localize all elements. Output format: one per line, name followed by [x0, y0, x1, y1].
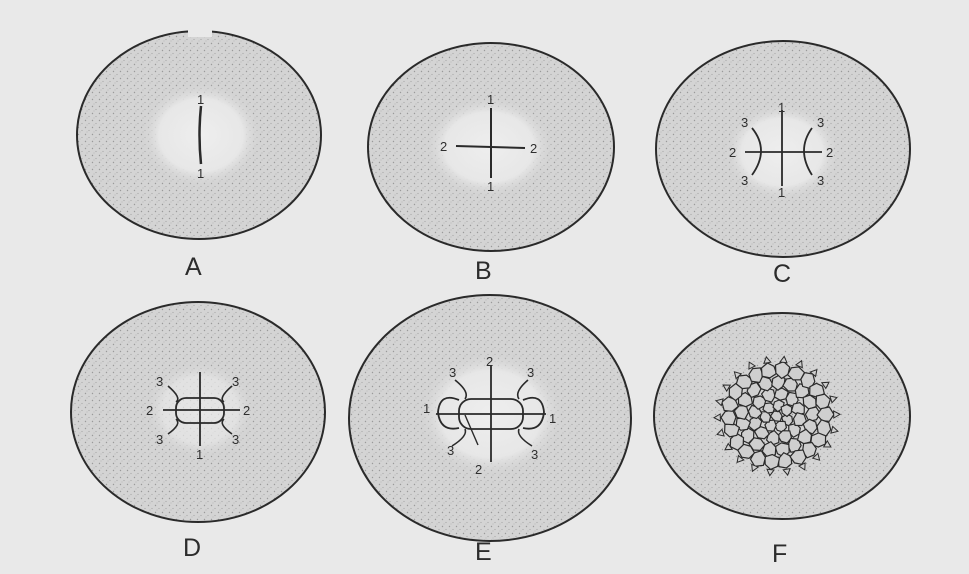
furrow-number: 3 [449, 365, 456, 380]
furrow-number: 2 [826, 145, 833, 160]
panel-f: F [654, 313, 910, 568]
furrow-number: 1 [197, 166, 204, 181]
furrow-number: 1 [549, 411, 556, 426]
furrow-number: 2 [486, 354, 493, 369]
furrow-number: 1 [778, 100, 785, 115]
furrow-number: 2 [530, 141, 537, 156]
furrow-number: 1 [423, 401, 430, 416]
panel-e: 1 1 2 2 3 3 3 3 E [349, 295, 631, 566]
panel-letter: A [185, 253, 202, 281]
panel-letter: D [183, 534, 201, 562]
panel-letter: E [475, 538, 492, 566]
furrow-number: 3 [531, 447, 538, 462]
panel-letter: B [475, 257, 492, 285]
panel-letter: F [772, 540, 787, 568]
furrow-number: 1 [487, 179, 494, 194]
furrow-number: 3 [232, 432, 239, 447]
furrow-number: 3 [741, 115, 748, 130]
blastomere [749, 368, 763, 383]
panel-b: 1 1 2 2 B [368, 43, 614, 285]
furrow-number: 1 [778, 185, 785, 200]
furrow-number: 1 [196, 447, 203, 462]
furrow-number: 3 [232, 374, 239, 389]
furrow-number: 2 [243, 403, 250, 418]
furrow-number: 3 [817, 115, 824, 130]
furrow-number: 2 [440, 139, 447, 154]
furrow-number: 3 [527, 365, 534, 380]
furrow-number: 1 [487, 92, 494, 107]
furrow-number: 3 [447, 443, 454, 458]
panel-d: 1 2 2 3 3 3 3 D [71, 302, 325, 562]
furrow-number: 3 [741, 173, 748, 188]
furrow-number: 2 [475, 462, 482, 477]
furrow-number: 2 [729, 145, 736, 160]
furrow-number: 3 [817, 173, 824, 188]
furrow-number: 2 [146, 403, 153, 418]
furrow-number: 3 [156, 432, 163, 447]
panel-letter: C [773, 260, 791, 288]
panel-c: 1 1 2 2 3 3 3 3 C [656, 41, 910, 288]
furrow-number: 1 [197, 92, 204, 107]
furrow-number: 3 [156, 374, 163, 389]
panel-a: 1 1 A [77, 27, 321, 281]
